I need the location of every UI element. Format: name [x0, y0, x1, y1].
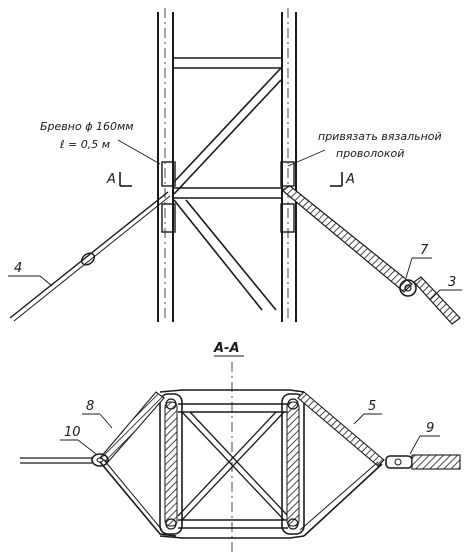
section-label-right: А — [345, 172, 355, 187]
section-marker-right — [330, 172, 343, 187]
callout-5: 5 — [368, 399, 376, 414]
left-sling — [91, 389, 305, 539]
right-shackle — [385, 455, 413, 469]
section-left-post — [159, 393, 183, 535]
section-label-left: А — [106, 172, 116, 187]
left-mast-post — [157, 12, 174, 322]
section-right-post — [281, 393, 305, 535]
middle-tie — [173, 187, 282, 199]
left-rope-end — [20, 457, 92, 464]
right-anchor — [385, 454, 461, 470]
tie-label-line2: проволокой — [336, 147, 404, 160]
section-frame — [177, 403, 289, 529]
right-sling — [297, 391, 385, 537]
log-pad-right-lower — [280, 203, 295, 233]
log-pad-left-lower — [161, 203, 176, 233]
right-anchor-rope — [413, 276, 461, 325]
callout-3: 3 — [448, 275, 456, 290]
section-marker-left — [119, 172, 132, 187]
elevation-view: Бревно ϕ 160мм ℓ = 0,5 м привязать вязал… — [8, 8, 462, 325]
lower-diagonal-brace — [173, 199, 277, 311]
callout-7: 7 — [420, 243, 429, 258]
callout-10: 10 — [64, 425, 81, 440]
log-pad-right-upper — [280, 161, 295, 187]
upper-tie — [173, 57, 282, 69]
log-label-line2: ℓ = 0,5 м — [59, 138, 110, 151]
upper-diagonal-brace — [173, 67, 282, 195]
tie-label-line1: привязать вязальной — [318, 130, 442, 143]
left-guy-wire — [9, 191, 171, 322]
left-wire-clamp — [80, 252, 96, 266]
right-guy-rope — [280, 185, 461, 325]
right-mast-post — [281, 12, 297, 322]
log-pad-left-upper — [161, 161, 176, 187]
section-title: А-А — [213, 341, 240, 356]
right-thimble — [399, 279, 417, 297]
callout-4: 4 — [14, 261, 22, 276]
section-view: А-А — [20, 341, 461, 552]
callout-8: 8 — [86, 399, 94, 414]
log-label-line1: Бревно ϕ 160мм — [40, 120, 134, 133]
callout-9: 9 — [426, 421, 434, 436]
left-thimble — [91, 453, 109, 467]
